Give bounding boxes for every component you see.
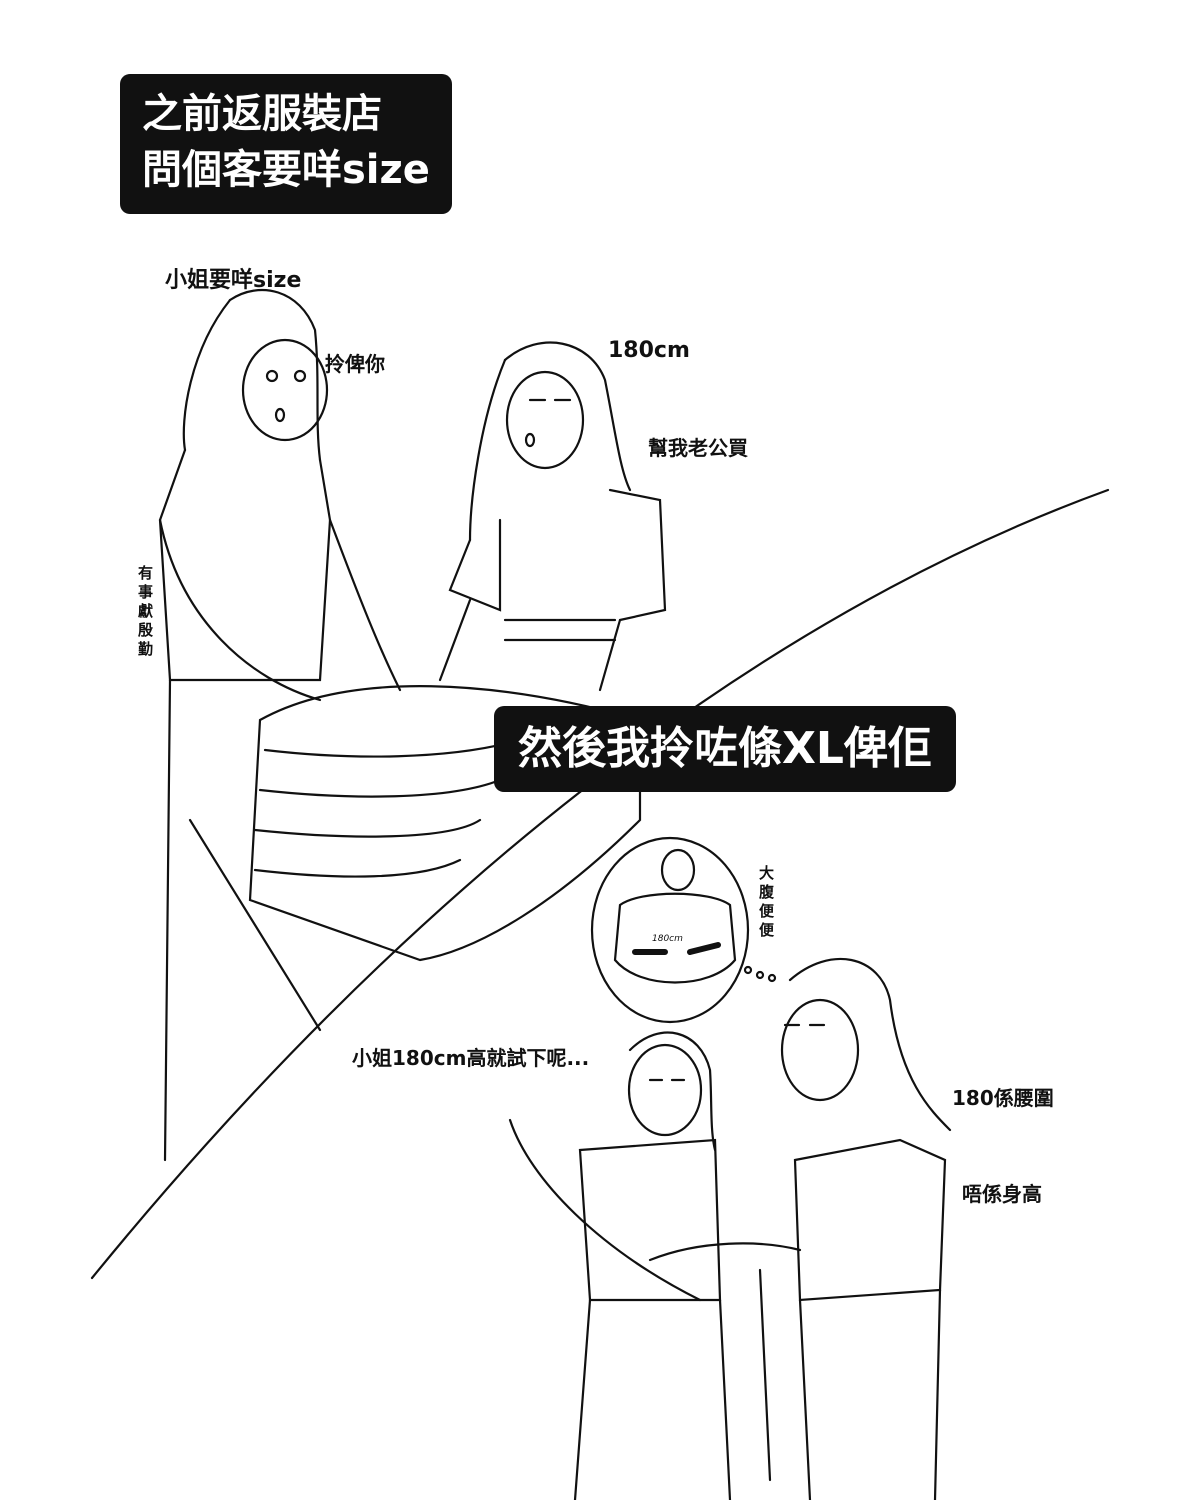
clerk-figure-panel1	[158, 288, 402, 1162]
clerk-reply: 拎俾你	[325, 352, 385, 376]
side-note: 有事獻殷勤	[136, 565, 154, 660]
clerk-question: 小姐要咩size	[165, 268, 302, 293]
caption-top-line1: 之前返服裝店	[142, 91, 382, 137]
clerk-line: 小姐180cm高就試下呢...	[352, 1046, 590, 1070]
customer-height: 180cm	[608, 338, 690, 363]
customer-note: 幫我老公買	[648, 436, 748, 460]
customer-line1: 180係腰圍	[952, 1086, 1054, 1110]
caption-middle: 然後我拎咗條XL俾佢	[494, 706, 956, 792]
thought-bubble	[590, 836, 777, 1024]
caption-top-line2: 問個客要咩size	[142, 147, 430, 193]
waist-arrow	[632, 942, 721, 955]
clerk-figure-panel2	[508, 1031, 732, 1500]
thought-label: 大腹便便	[757, 865, 775, 941]
customer-figure-panel2	[648, 957, 952, 1500]
thought-measure: 180cm	[652, 934, 683, 944]
caption-top: 之前返服裝店 問個客要咩size	[120, 74, 452, 214]
customer-line2: 唔係身高	[962, 1182, 1042, 1206]
panel-divider	[90, 488, 1110, 1280]
customer-figure-panel1	[438, 341, 667, 692]
